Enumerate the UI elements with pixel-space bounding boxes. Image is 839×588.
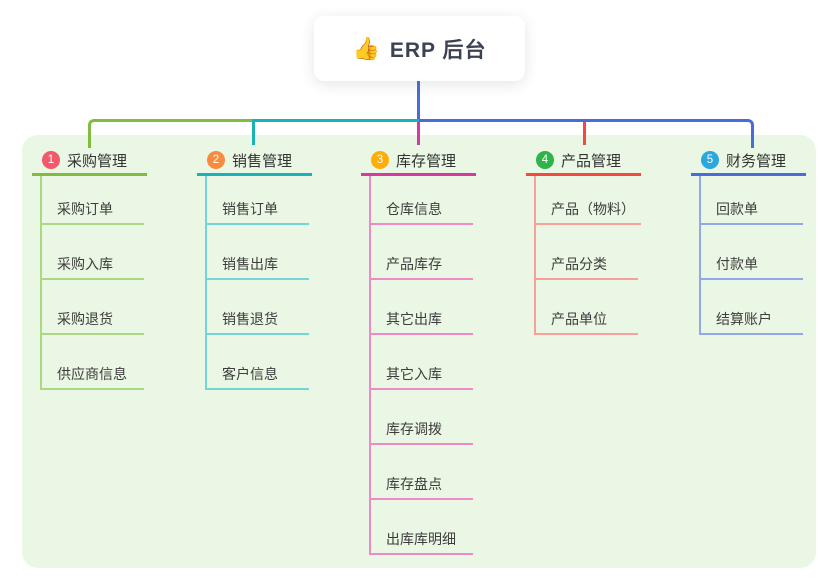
- branch-4-product: 4 产品管理 产品（物料） 产品分类 产品单位: [526, 147, 641, 335]
- branch-5-node[interactable]: 5 财务管理: [691, 147, 806, 176]
- child-node-label: 仓库信息: [371, 201, 473, 225]
- connector-branch-3-drop: [417, 122, 420, 145]
- branch-5-finance: 5 财务管理 回款单 付款单 结算账户: [691, 147, 806, 335]
- child-node[interactable]: 产品单位: [536, 280, 641, 335]
- child-node[interactable]: 产品分类: [536, 225, 641, 280]
- child-node[interactable]: 销售订单: [207, 176, 312, 225]
- child-node-label: 销售订单: [207, 201, 309, 225]
- branches-background-panel: [22, 135, 816, 568]
- thumbs-up-icon: 👍: [352, 35, 380, 61]
- branch-1-label: 采购管理: [67, 152, 128, 170]
- branch-5-children: 回款单 付款单 结算账户: [699, 176, 806, 335]
- child-node[interactable]: 销售出库: [207, 225, 312, 280]
- child-node[interactable]: 回款单: [701, 176, 806, 225]
- root-connector-line: [417, 81, 420, 120]
- branch-4-children: 产品（物料） 产品分类 产品单位: [534, 176, 641, 335]
- branch-4-label: 产品管理: [561, 152, 622, 170]
- child-node-label: 其它入库: [371, 366, 473, 390]
- connector-branch-2-drop: [252, 122, 255, 145]
- branch-2-sales: 2 销售管理 销售订单 销售出库 销售退货 客户信息: [197, 147, 312, 390]
- branch-1-node[interactable]: 1 采购管理: [32, 147, 147, 176]
- branch-2-number-badge: 2: [207, 151, 225, 169]
- child-node-label: 供应商信息: [42, 366, 144, 390]
- child-node-label: 产品分类: [536, 256, 638, 280]
- branch-4-node[interactable]: 4 产品管理: [526, 147, 641, 176]
- child-node-label: 库存盘点: [371, 476, 473, 500]
- branch-5-number-badge: 5: [701, 151, 719, 169]
- branch-1-number-badge: 1: [42, 151, 60, 169]
- branch-4-number-badge: 4: [536, 151, 554, 169]
- child-node[interactable]: 采购入库: [42, 225, 147, 280]
- child-node-label: 回款单: [701, 201, 803, 225]
- branch-3-label: 库存管理: [396, 152, 457, 170]
- child-node-label: 采购订单: [42, 201, 144, 225]
- child-node-label: 产品（物料）: [536, 201, 641, 225]
- branch-3-number-badge: 3: [371, 151, 389, 169]
- child-node[interactable]: 库存调拨: [371, 390, 476, 445]
- child-node[interactable]: 采购退货: [42, 280, 147, 335]
- branch-1-children: 采购订单 采购入库 采购退货 供应商信息: [40, 176, 147, 390]
- branch-3-children: 仓库信息 产品库存 其它出库 其它入库 库存调拨 库存盘点 出库库明细: [369, 176, 476, 555]
- child-node-label: 库存调拨: [371, 421, 473, 445]
- child-node[interactable]: 结算账户: [701, 280, 806, 335]
- connector-branch-4-drop: [583, 122, 586, 145]
- branch-2-node[interactable]: 2 销售管理: [197, 147, 312, 176]
- child-node-label: 产品单位: [536, 311, 638, 335]
- child-node-label: 采购入库: [42, 256, 144, 280]
- child-node[interactable]: 客户信息: [207, 335, 312, 390]
- child-node-label: 采购退货: [42, 311, 144, 335]
- child-node-label: 出库库明细: [371, 531, 473, 555]
- child-node[interactable]: 其它出库: [371, 280, 476, 335]
- child-node-label: 销售出库: [207, 256, 309, 280]
- branch-5-label: 财务管理: [726, 152, 787, 170]
- child-node[interactable]: 产品（物料）: [536, 176, 641, 225]
- child-node[interactable]: 供应商信息: [42, 335, 147, 390]
- child-node[interactable]: 仓库信息: [371, 176, 476, 225]
- child-node-label: 结算账户: [701, 311, 803, 335]
- branch-3-inventory: 3 库存管理 仓库信息 产品库存 其它出库 其它入库 库存调拨 库存盘点 出库库…: [361, 147, 476, 555]
- child-node-label: 销售退货: [207, 311, 309, 335]
- child-node-label: 付款单: [701, 256, 803, 280]
- child-node[interactable]: 产品库存: [371, 225, 476, 280]
- root-node[interactable]: 👍 ERP 后台: [314, 16, 525, 81]
- child-node[interactable]: 付款单: [701, 225, 806, 280]
- child-node[interactable]: 库存盘点: [371, 445, 476, 500]
- branch-3-node[interactable]: 3 库存管理: [361, 147, 476, 176]
- child-node-label: 其它出库: [371, 311, 473, 335]
- child-node[interactable]: 采购订单: [42, 176, 147, 225]
- root-node-title: ERP 后台: [389, 38, 487, 62]
- child-node[interactable]: 销售退货: [207, 280, 312, 335]
- branch-1-purchase: 1 采购管理 采购订单 采购入库 采购退货 供应商信息: [32, 147, 147, 390]
- child-node[interactable]: 其它入库: [371, 335, 476, 390]
- child-node-label: 客户信息: [207, 366, 309, 390]
- child-node-label: 产品库存: [371, 256, 473, 280]
- connector-branch-2-horizontal: [252, 119, 419, 122]
- branch-2-label: 销售管理: [232, 152, 293, 170]
- connector-branch-1: [88, 119, 255, 148]
- child-node[interactable]: 出库库明细: [371, 500, 476, 555]
- branch-2-children: 销售订单 销售出库 销售退货 客户信息: [205, 176, 312, 390]
- connector-branch-5: [419, 119, 754, 148]
